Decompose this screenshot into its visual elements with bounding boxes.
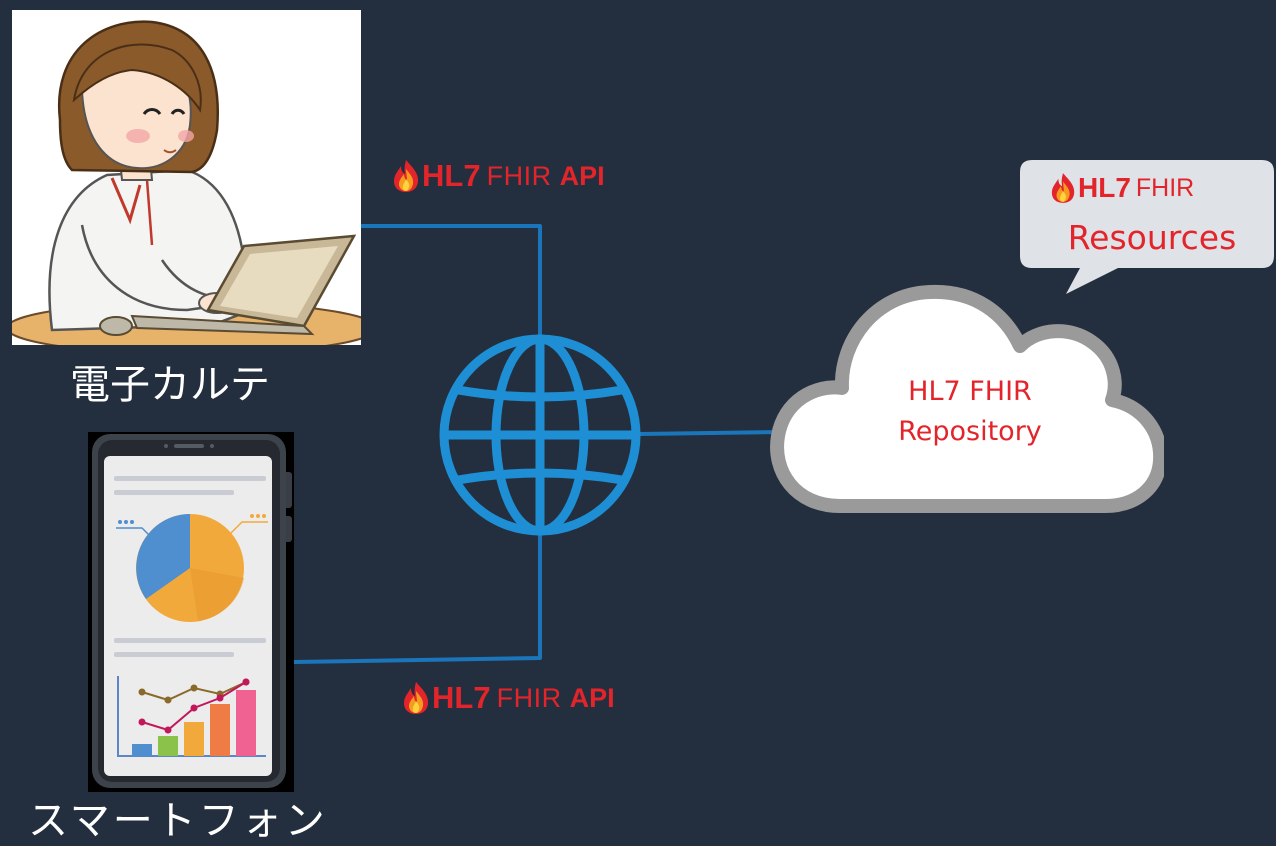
callout-resources-text: Resources <box>1067 218 1237 257</box>
line-phone-to-globe <box>292 530 542 664</box>
fhir-text: FHIR <box>486 160 552 191</box>
callout-fhir-text: FHIR <box>1135 173 1195 202</box>
line-globe-to-cloud <box>638 430 784 436</box>
fhir-flame-icon <box>404 682 429 714</box>
resources-callout <box>1018 158 1276 298</box>
fhir-text: FHIR <box>496 682 562 713</box>
hl7-text: HL7 <box>432 680 491 715</box>
ehr-caption: 電子カルテ <box>70 362 270 408</box>
smartphone-illustration <box>88 432 294 792</box>
cloud-icon <box>770 266 1168 516</box>
repository-label: HL7 FHIR Repository <box>830 372 1110 452</box>
hl7-fhir-api-label-top: HL7 FHIR API <box>392 158 605 194</box>
api-text: API <box>569 682 615 713</box>
callout-hl7-text: HL7 <box>1078 172 1131 203</box>
globe-icon <box>438 332 642 538</box>
ehr-illustration <box>6 10 378 355</box>
line-ehr-to-globe <box>360 224 542 342</box>
hl7-fhir-api-label-bottom: HL7 FHIR API <box>402 680 615 716</box>
fhir-flame-icon <box>394 160 419 192</box>
smartphone-caption: スマートフォン <box>28 798 328 844</box>
hl7-text: HL7 <box>422 158 481 193</box>
repository-label-line2: Repository <box>898 416 1042 447</box>
api-text: API <box>559 160 605 191</box>
callout-hl7-fhir-logo: HL7 FHIR <box>1050 172 1194 204</box>
repository-label-line1: HL7 FHIR <box>908 376 1032 407</box>
fhir-flame-icon <box>1051 173 1075 203</box>
